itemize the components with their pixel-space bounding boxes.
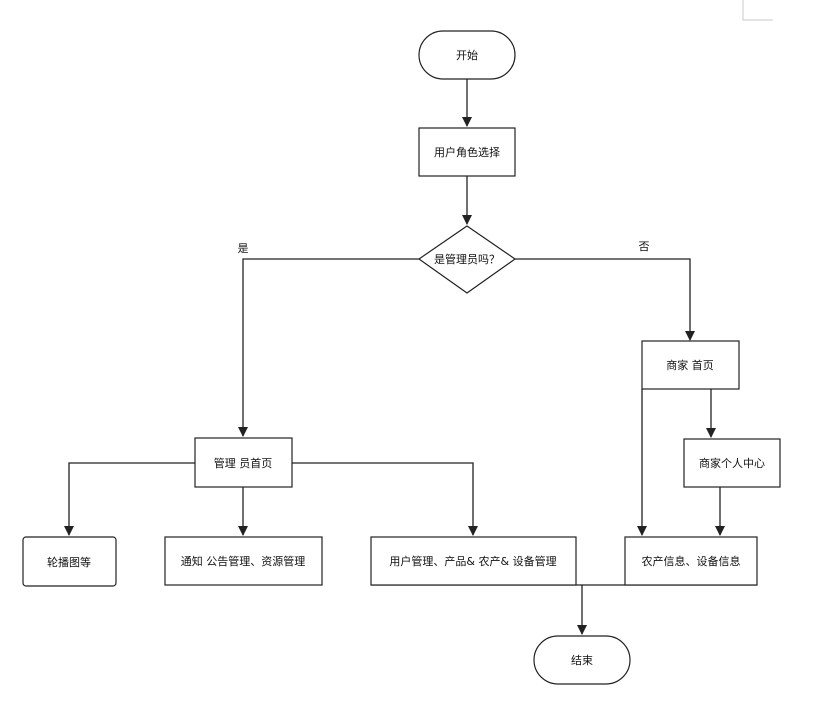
node-start: 开始 — [418, 30, 516, 80]
edge-label-yes: 是 — [238, 242, 249, 255]
node-merchant-center: 商家个人中心 — [683, 438, 781, 488]
edge-admin-home-to-carousel — [64, 462, 195, 536]
node-start-label: 开始 — [456, 48, 478, 62]
edge-decision-no-to-merchant-home — [515, 258, 695, 341]
edge-decision-yes-to-admin-home — [238, 258, 419, 437]
node-carousel: 轮播图等 — [22, 536, 117, 587]
node-notice-label: 通知 公告管理、资源管理 — [181, 554, 306, 568]
node-admin-home-label: 管理 员首页 — [214, 456, 273, 470]
node-merchant-center-label: 商家个人中心 — [699, 456, 765, 470]
edge-admin-home-to-user-mgmt — [292, 462, 478, 536]
page-corner-mark — [742, 0, 773, 21]
node-role-select-label: 用户角色选择 — [434, 145, 500, 159]
node-user-mgmt-label: 用户管理、产品& 农产& 设备管理 — [389, 554, 556, 568]
node-farm-info-label: 农产信息、设备信息 — [642, 554, 741, 568]
node-end: 结束 — [533, 635, 631, 685]
node-notice: 通知 公告管理、资源管理 — [164, 536, 323, 586]
node-carousel-label: 轮播图等 — [47, 555, 91, 569]
node-decision-is-admin: 是管理员吗？ — [417, 225, 517, 294]
node-end-label: 结束 — [571, 654, 593, 667]
node-admin-home: 管理 员首页 — [194, 437, 293, 488]
edge-label-no: 否 — [639, 240, 650, 253]
node-merchant-home: 商家 首页 — [641, 340, 740, 390]
node-user-mgmt: 用户管理、产品& 农产& 设备管理 — [370, 536, 577, 586]
node-decision-label: 是管理员吗？ — [434, 252, 500, 266]
node-farm-info: 农产信息、设备信息 — [624, 536, 758, 586]
node-merchant-home-label: 商家 首页 — [666, 358, 714, 372]
node-role-select: 用户角色选择 — [418, 127, 516, 177]
